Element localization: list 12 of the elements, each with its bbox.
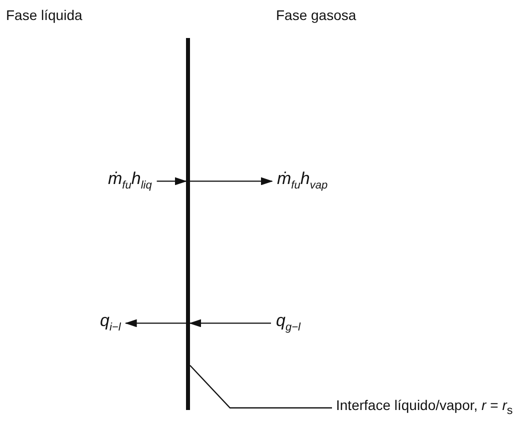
heat-term: q$_{i−l}$ <box>100 312 121 336</box>
arrow <box>124 319 186 328</box>
phase-label: Fase gasosa <box>276 6 356 24</box>
heat-term: q$_{g−l}$ <box>276 312 300 336</box>
arrow <box>189 319 271 328</box>
flow-term: ṁ$_{fu}$h$_{liq}$ <box>108 170 152 194</box>
flow-term: ṁ$_{fu}$h$_{vap}$ <box>277 170 328 194</box>
arrow <box>156 177 187 186</box>
leader-line <box>190 364 332 408</box>
arrow <box>190 177 273 186</box>
phase-label: Fase líquida <box>6 6 82 24</box>
leader-text: Interface líquido/vapor, r = r$_{s}$ <box>336 396 513 420</box>
